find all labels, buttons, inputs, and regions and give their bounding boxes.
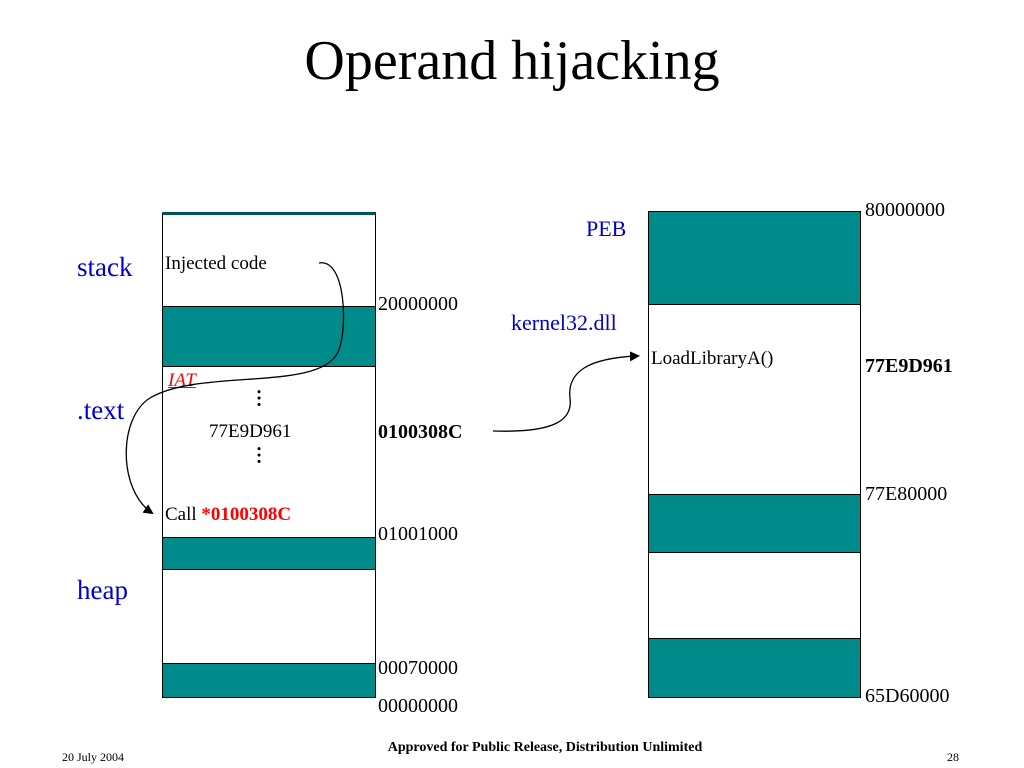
address-01001000: 01001000 (378, 523, 458, 545)
injected-to-call-arrow (125, 262, 345, 515)
region-label-stack: stack (77, 252, 133, 282)
right-fill-block-1 (648, 494, 861, 553)
region-label-text: .text (77, 395, 125, 425)
address-00000000: 00000000 (378, 695, 458, 717)
address-65D60000: 65D60000 (865, 685, 950, 707)
address-80000000: 80000000 (865, 199, 945, 221)
left-fill-block-1 (162, 306, 376, 367)
address-20000000: 20000000 (378, 293, 458, 315)
footer-date: 20 July 2004 (62, 750, 125, 764)
kernel32-label: kernel32.dll (511, 310, 617, 335)
loadlibrary-label: LoadLibraryA() (651, 348, 774, 369)
iat-entry-value: 77E9D961 (209, 421, 292, 442)
call-prefix: Call (165, 504, 202, 525)
iat-to-loadlibrary-arrow (492, 351, 640, 432)
peb-label: PEB (586, 216, 627, 241)
address-77E80000: 77E80000 (865, 483, 948, 505)
left-fill-block-3 (162, 663, 376, 698)
address-77E9D961: 77E9D961 (865, 355, 953, 377)
slide-title: Operand hijacking (304, 30, 720, 92)
region-label-heap: heap (77, 575, 128, 605)
call-operand: *0100308C (201, 504, 292, 525)
address-0100308C: 0100308C (378, 421, 463, 443)
right-fill-block-2 (648, 638, 861, 698)
injected-code-label: Injected code (165, 253, 267, 274)
page-number: 28 (947, 750, 959, 764)
address-00070000: 00070000 (378, 657, 458, 679)
footer-release-notice: Approved for Public Release, Distributio… (387, 740, 703, 755)
call-instruction: Call *0100308C (165, 504, 291, 526)
